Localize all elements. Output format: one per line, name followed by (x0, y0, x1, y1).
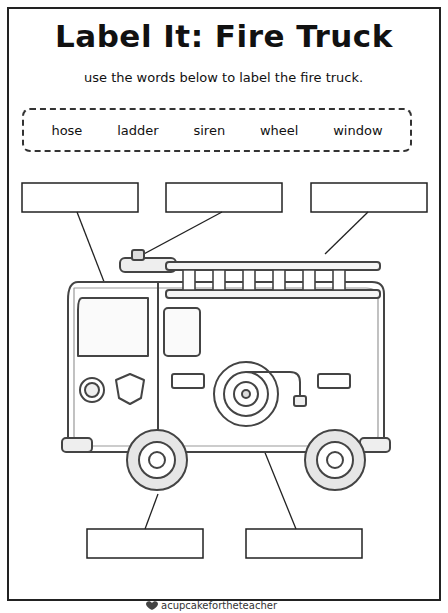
instructions: use the words below to label the fire tr… (84, 70, 363, 85)
page-frame (8, 8, 440, 600)
truck (62, 250, 390, 490)
credit: acupcakefortheteacher (161, 600, 277, 611)
label-boxes (22, 183, 427, 558)
word: wheel (260, 123, 298, 138)
word: hose (51, 123, 82, 138)
word-bank: hose ladder siren wheel window (22, 108, 412, 152)
heart-icon (146, 601, 158, 610)
word: window (333, 123, 382, 138)
title: Label It: Fire Truck (55, 18, 393, 54)
word: siren (193, 123, 225, 138)
word: ladder (117, 123, 158, 138)
